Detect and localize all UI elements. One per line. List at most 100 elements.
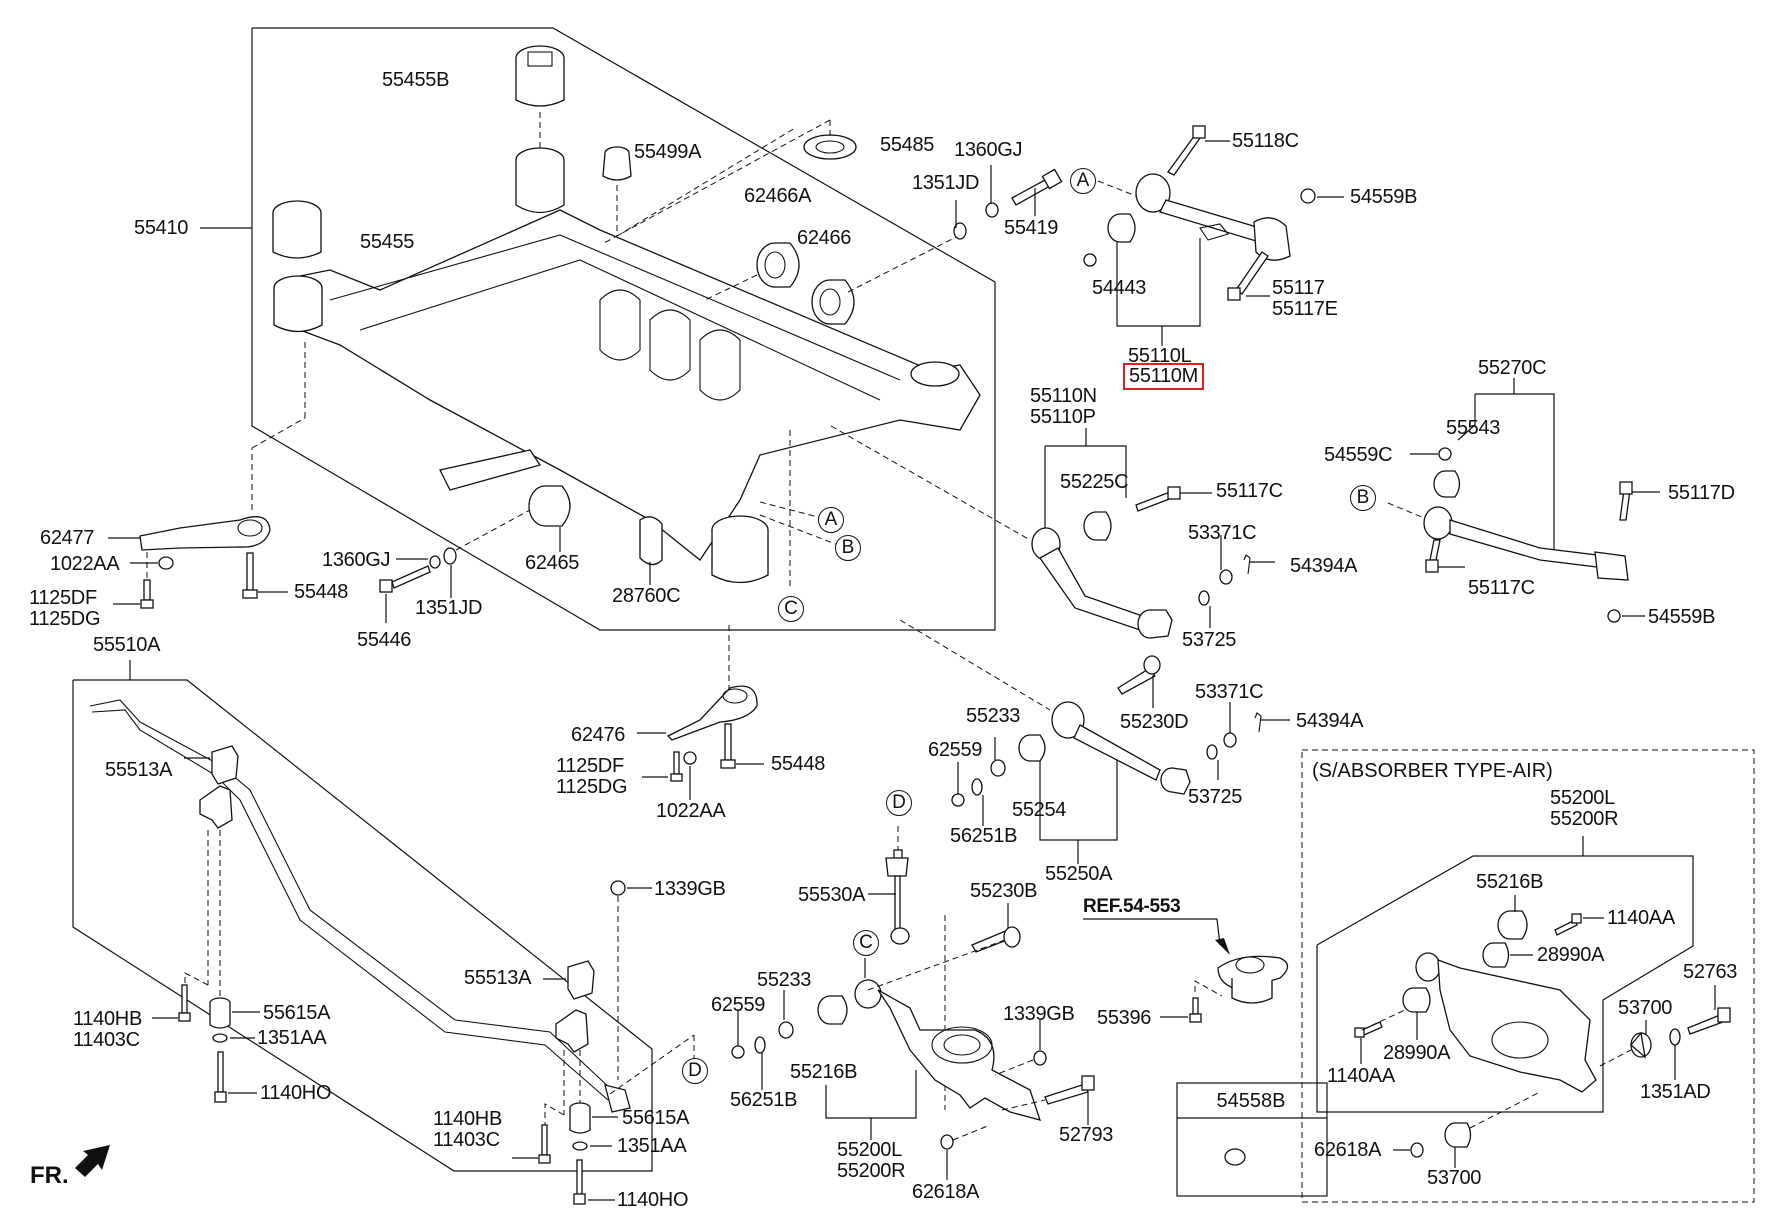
nut-62559-bot[interactable] [731,1045,745,1059]
air-bolt-1140AA-top[interactable] [1554,913,1582,936]
bushing-62466A[interactable] [756,242,800,288]
part-label-55117C-right[interactable]: 55117C [1468,577,1535,599]
bolt-55448-mid[interactable] [720,723,736,769]
part-label-1125DG-left[interactable]: 1125DG [29,608,101,630]
air-part-label-1140AA-bot[interactable]: 1140AA [1327,1065,1395,1087]
bolt-1140HO-right[interactable] [573,1159,586,1205]
pin-54394A-mid[interactable] [1254,712,1262,733]
bolt-1125DF-left[interactable] [140,579,154,609]
washer-1351JD-top[interactable] [953,222,967,240]
shock-mount-ref[interactable] [1217,955,1289,1004]
pin-54394A-top[interactable] [1243,554,1251,575]
part-label-28760C[interactable]: 28760C [612,585,681,607]
washer-1351AA-right[interactable] [572,1141,588,1151]
air-washer-1351AD[interactable] [1669,1028,1681,1046]
part-label-55233-top[interactable]: 55233 [966,705,1021,727]
air-bolt-52763[interactable] [1687,1007,1731,1035]
part-label-62466[interactable]: 62466 [797,227,852,249]
part-label-54559B-right[interactable]: 54559B [1648,606,1716,628]
part-label-55110N[interactable]: 55110N [1030,385,1097,407]
part-label-55615A-right[interactable]: 55615A [622,1107,690,1129]
part-label-54559B-top[interactable]: 54559B [1350,186,1418,208]
part-label-53371C-top[interactable]: 53371C [1188,522,1257,544]
bushing-62466[interactable] [811,279,855,325]
bushing-55543[interactable] [1433,470,1461,498]
part-label-53725-top[interactable]: 53725 [1182,629,1237,651]
air-nut-62618A[interactable] [1410,1142,1424,1158]
part-label-55455B[interactable]: 55455B [382,69,450,91]
part-label-55513A-right[interactable]: 55513A [464,967,532,989]
part-label-62559-bot[interactable]: 62559 [711,994,766,1016]
air-bushing-28990A-bot[interactable] [1402,987,1431,1013]
part-label-62618A-bot[interactable]: 62618A [912,1181,980,1203]
bracket-55513A-left[interactable] [199,785,233,829]
bolt-55117D[interactable] [1619,481,1633,521]
part-label-62466A[interactable]: 62466A [744,185,812,207]
part-label-62476[interactable]: 62476 [571,724,626,746]
bolt-55419[interactable] [1011,168,1063,206]
bushing-62465[interactable] [528,485,571,527]
cap-55485[interactable] [803,134,857,160]
part-label-1125DF-mid[interactable]: 1125DF [556,755,624,777]
part-label-55117E[interactable]: 55117E [1272,298,1338,320]
part-label-55216B-bot[interactable]: 55216B [790,1061,858,1083]
air-part-label-1351AD[interactable]: 1351AD [1640,1081,1711,1103]
stabilizer-bar-55510A[interactable] [89,699,631,1113]
nut-1339GB-left[interactable] [610,880,626,896]
bolt-1140HO-left[interactable] [214,1051,227,1103]
air-part-label-52763[interactable]: 52763 [1683,961,1738,983]
part-label-55200R-bot[interactable]: 55200R [837,1160,906,1182]
washer-55233-top[interactable] [990,759,1006,777]
nut-54559B-top[interactable] [1300,188,1316,204]
washer-53725-mid[interactable] [1206,744,1218,760]
bushing-55513A-left[interactable] [211,745,239,785]
air-bushing-55216B[interactable] [1497,910,1528,940]
bolt-55117C-mid[interactable] [1135,486,1181,512]
link-55530A[interactable] [885,849,910,945]
bolt-55117[interactable] [1227,251,1269,301]
washer-56251B-bot[interactable] [754,1036,766,1054]
part-label-1140HB-left[interactable]: 1140HB [73,1008,142,1030]
bolt-55448-left[interactable] [242,552,258,599]
part-label-55513A-left[interactable]: 55513A [105,759,173,781]
part-label-55615A-left[interactable]: 55615A [263,1002,331,1024]
bushing-55615A-right[interactable] [569,1102,591,1134]
part-label-55499A[interactable]: 55499A [634,141,702,163]
arm-55270C[interactable] [1423,506,1629,581]
part-label-55543[interactable]: 55543 [1446,417,1501,439]
part-label-54394A-top[interactable]: 54394A [1290,555,1358,577]
bracket-28760C[interactable] [639,516,663,566]
part-label-62465[interactable]: 62465 [525,552,580,574]
air-part-label-55200L[interactable]: 55200L [1550,787,1615,809]
part-label-55448-mid[interactable]: 55448 [771,753,826,775]
air-part-label-62618A[interactable]: 62618A [1314,1139,1382,1161]
bolt-55230D[interactable] [1117,655,1161,695]
washer-55233-bot[interactable] [778,1021,794,1039]
nut-1360GJ-mid[interactable] [429,555,441,569]
part-label-1140HO-right[interactable]: 1140HO [617,1189,689,1211]
bushing-55499A[interactable] [602,146,632,181]
ball-joint-55110N[interactable] [1137,609,1173,639]
part-label-1339GB-mid[interactable]: 1339GB [1003,1003,1075,1025]
part-label-55419[interactable]: 55419 [1004,217,1059,239]
air-part-label-28990A-top[interactable]: 28990A [1537,944,1605,966]
bolt-55230B[interactable] [971,926,1021,953]
part-label-52793[interactable]: 52793 [1059,1124,1114,1146]
part-label-1022AA-left[interactable]: 1022AA [50,553,120,575]
part-label-11403C-right[interactable]: 11403C [433,1129,500,1151]
air-part-label-53700-bot[interactable]: 53700 [1427,1167,1482,1189]
part-label-54558B[interactable]: 54558B [1216,1090,1286,1112]
bolt-1125DF-mid[interactable] [670,751,683,782]
air-bushing-53700-bot[interactable] [1444,1122,1472,1148]
part-label-54443[interactable]: 54443 [1092,277,1147,299]
bushing-55216B-bot[interactable] [817,995,848,1025]
air-bushing-53700-top[interactable] [1630,1031,1652,1059]
part-label-11403C-left[interactable]: 11403C [73,1029,140,1051]
part-label-55110M-highlighted[interactable]: 55110M [1123,363,1204,390]
bushing-55254[interactable] [1018,734,1046,762]
bracket-55513A-right[interactable] [555,1009,589,1053]
nut-1022AA-mid[interactable] [683,751,697,765]
bolt-52793[interactable] [1044,1075,1095,1105]
part-label-55448-left[interactable]: 55448 [294,581,349,603]
nut-1022AA-left[interactable] [158,556,174,570]
